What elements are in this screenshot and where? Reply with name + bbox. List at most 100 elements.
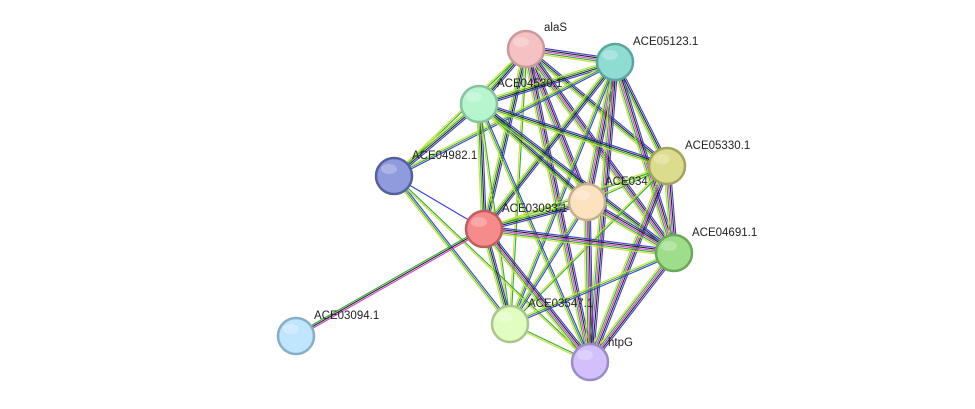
edge-line — [589, 201, 594, 362]
edge-line — [478, 103, 591, 363]
edge-line — [526, 48, 589, 202]
edge-line — [615, 61, 669, 166]
node-ace05330-1[interactable]: ACE05330.1 — [647, 140, 750, 186]
node-circle[interactable] — [506, 29, 546, 69]
edge-line — [481, 230, 588, 365]
node-htpg[interactable]: htpG — [570, 337, 633, 382]
edge-ace04530-1-ace05330-1 — [478, 101, 668, 169]
edge-line — [485, 63, 618, 231]
edge-line — [588, 201, 593, 362]
edge-line — [481, 60, 614, 228]
edge-line — [525, 48, 588, 203]
node-circle[interactable] — [654, 233, 694, 273]
edge-line — [478, 105, 667, 169]
edge-line — [592, 166, 671, 364]
edge-line — [586, 164, 665, 362]
edge-line — [587, 165, 667, 362]
edge-line — [393, 60, 615, 176]
node-highlight — [577, 350, 593, 360]
node-label: ACE03093.1 — [502, 203, 567, 215]
edge-ace03093-1-ace03094-1 — [294, 227, 486, 338]
node-ace03093-1[interactable]: ACE03093.1 — [464, 203, 567, 249]
node-circle[interactable] — [595, 42, 635, 82]
edge-ace034-ace03547-1 — [508, 200, 589, 326]
node-highlight — [497, 312, 513, 322]
node-label: ACE05330.1 — [685, 140, 750, 152]
node-ace03547-1[interactable]: ACE03547.1 — [490, 298, 593, 344]
node-ace04982-1[interactable]: ACE04982.1 — [374, 150, 477, 196]
node-circle[interactable] — [570, 342, 610, 382]
edge-line — [481, 48, 525, 229]
node-circle[interactable] — [567, 182, 607, 222]
edge-line — [392, 176, 510, 326]
edge-line — [509, 201, 588, 325]
edge-line — [590, 253, 676, 364]
edge-line — [583, 202, 588, 363]
edge-line — [483, 228, 675, 254]
edge-line — [509, 251, 674, 324]
node-ace04691-1[interactable]: ACE04691.1 — [654, 227, 757, 273]
node-circle[interactable] — [647, 146, 687, 186]
edge-line — [482, 48, 526, 229]
node-highlight — [471, 217, 487, 227]
edge-line — [478, 59, 615, 103]
edge-line — [510, 253, 675, 326]
edge-ace04982-1-ace03547-1 — [392, 174, 512, 326]
node-circle[interactable] — [490, 304, 530, 344]
edge-line — [484, 225, 675, 251]
edge-line — [484, 62, 617, 230]
edge-line — [586, 201, 591, 363]
edge-line — [509, 252, 675, 325]
edge-line — [479, 102, 675, 253]
node-label: ACE03547.1 — [528, 298, 593, 310]
node-circle[interactable] — [459, 84, 499, 124]
node-ace034[interactable]: ACE034 — [567, 176, 648, 222]
node-circle[interactable] — [374, 156, 414, 196]
edge-line — [477, 105, 586, 205]
node-ace03094-1[interactable]: ACE03094.1 — [276, 310, 379, 356]
node-highlight — [602, 50, 618, 60]
node-alas[interactable]: alaS — [506, 22, 567, 69]
edge-line — [393, 176, 590, 363]
edge-ace05330-1-htpg — [586, 164, 671, 364]
edge-line — [528, 46, 678, 252]
edge-line — [486, 226, 593, 361]
node-highlight — [574, 190, 590, 200]
edge-line — [478, 60, 615, 104]
node-label: ACE034 — [605, 176, 648, 188]
edge-line — [483, 231, 674, 257]
edge-line — [510, 202, 589, 326]
node-highlight — [381, 164, 397, 174]
node-label: ACE03094.1 — [314, 310, 379, 322]
node-label: alaS — [544, 22, 567, 34]
edge-line — [295, 228, 485, 337]
node-highlight — [661, 241, 677, 251]
edge-line — [590, 166, 670, 363]
node-ace05123-1[interactable]: ACE05123.1 — [595, 36, 698, 82]
edge-line — [508, 48, 526, 324]
node-ace04530-1[interactable]: ACE04530.1 — [459, 78, 562, 124]
edge-line — [394, 174, 512, 324]
edge-line — [483, 230, 674, 256]
edge-line — [478, 104, 667, 168]
edge-line — [483, 228, 591, 363]
edge-ace05123-1-ace05330-1 — [612, 60, 670, 168]
node-highlight — [513, 37, 529, 47]
edge-line — [479, 102, 668, 166]
node-circle[interactable] — [276, 316, 316, 356]
node-label: ACE04982.1 — [412, 150, 477, 162]
node-circle[interactable] — [464, 209, 504, 249]
node-label: ACE04530.1 — [497, 78, 562, 90]
edge-ace03093-1-ace04691-1 — [483, 225, 675, 257]
edge-line — [294, 227, 484, 336]
edge-line — [588, 251, 674, 362]
edge-line — [482, 229, 590, 364]
edge-line — [479, 62, 616, 106]
edge-line — [477, 104, 484, 230]
node-label: ACE04691.1 — [692, 227, 757, 239]
edge-ace04691-1-htpg — [587, 250, 677, 365]
edge-line — [508, 200, 587, 324]
edge-line — [479, 101, 668, 165]
